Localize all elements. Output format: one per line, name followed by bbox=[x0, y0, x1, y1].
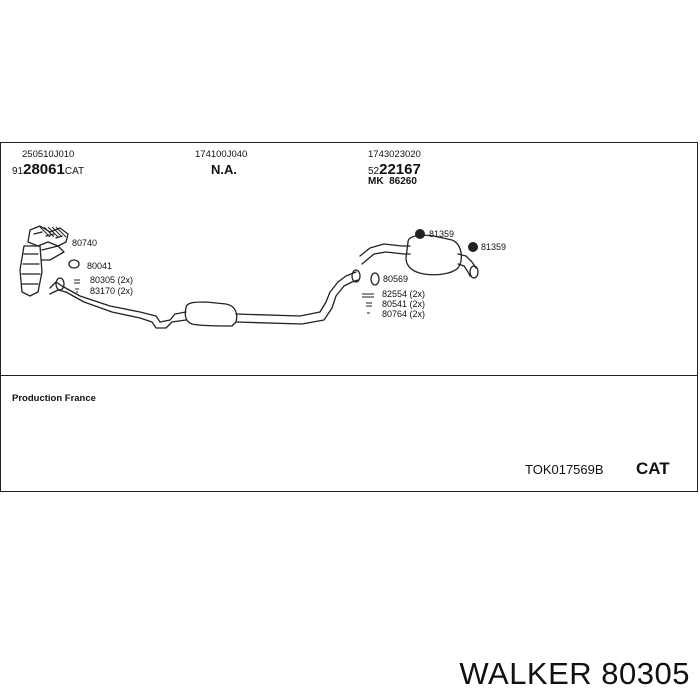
cat-label: CAT bbox=[636, 459, 670, 478]
col1-number-prefix: 91 bbox=[12, 166, 24, 177]
col2-value: N.A. bbox=[211, 162, 237, 177]
col1-partno: 250510J010 bbox=[22, 149, 75, 160]
label-80569: 80569 bbox=[383, 274, 409, 284]
col1-number-main: 28061 bbox=[23, 161, 65, 178]
label-80541: 80541 (2x) bbox=[382, 299, 426, 309]
diagram-frame bbox=[0, 142, 698, 376]
col3-number-prefix: 52 bbox=[368, 166, 380, 177]
label-80041: 80041 bbox=[87, 261, 113, 271]
front-pipe-icon bbox=[49, 277, 187, 329]
frame-right-edge bbox=[697, 142, 698, 492]
label-80740: 80740 bbox=[72, 238, 98, 248]
col2-partno: 174100J040 bbox=[195, 149, 248, 160]
ring-80041-icon bbox=[68, 259, 80, 269]
label-80764: 80764 (2x) bbox=[382, 309, 426, 319]
exhaust-diagram bbox=[19, 225, 479, 329]
label-82554: 82554 (2x) bbox=[382, 289, 426, 299]
col3-mk: MK 86260 bbox=[368, 177, 417, 187]
col1-suffix: CAT bbox=[64, 166, 85, 177]
label-81359-b: 81359 bbox=[481, 242, 507, 252]
ring-80569-icon bbox=[370, 272, 380, 286]
hanger-81359-b-icon bbox=[468, 242, 478, 252]
col3-mk-label: MK bbox=[368, 176, 384, 187]
spring-82554-icon bbox=[362, 293, 374, 298]
col3-number-main: 22167 bbox=[379, 161, 421, 178]
gasket-80740-icon bbox=[39, 226, 67, 238]
col3-partno: 1743023020 bbox=[368, 149, 421, 160]
brand-title: WALKER 80305 bbox=[459, 656, 690, 691]
hanger-81359-a-icon bbox=[415, 229, 425, 239]
manifold-catalyst-icon bbox=[19, 225, 69, 297]
label-80305: 80305 (2x) bbox=[90, 275, 134, 285]
production-label: Production France bbox=[12, 393, 96, 404]
frame-left-edge bbox=[0, 142, 1, 492]
bolt-80541-icon bbox=[366, 302, 372, 307]
rear-silencer-icon bbox=[359, 234, 479, 279]
bolt-80305-icon bbox=[74, 279, 80, 284]
kit-code: TOK017569B bbox=[525, 462, 604, 477]
col1-number: 9128061CAT bbox=[12, 162, 84, 178]
label-81359-a: 81359 bbox=[429, 229, 455, 239]
col3-mk-value: 86260 bbox=[389, 176, 417, 187]
label-83170: 83170 (2x) bbox=[90, 286, 134, 296]
col3-number: 5222167 bbox=[368, 162, 421, 178]
centre-silencer-icon bbox=[184, 269, 361, 327]
info-frame bbox=[0, 376, 698, 492]
nut-83170-icon bbox=[75, 288, 79, 293]
